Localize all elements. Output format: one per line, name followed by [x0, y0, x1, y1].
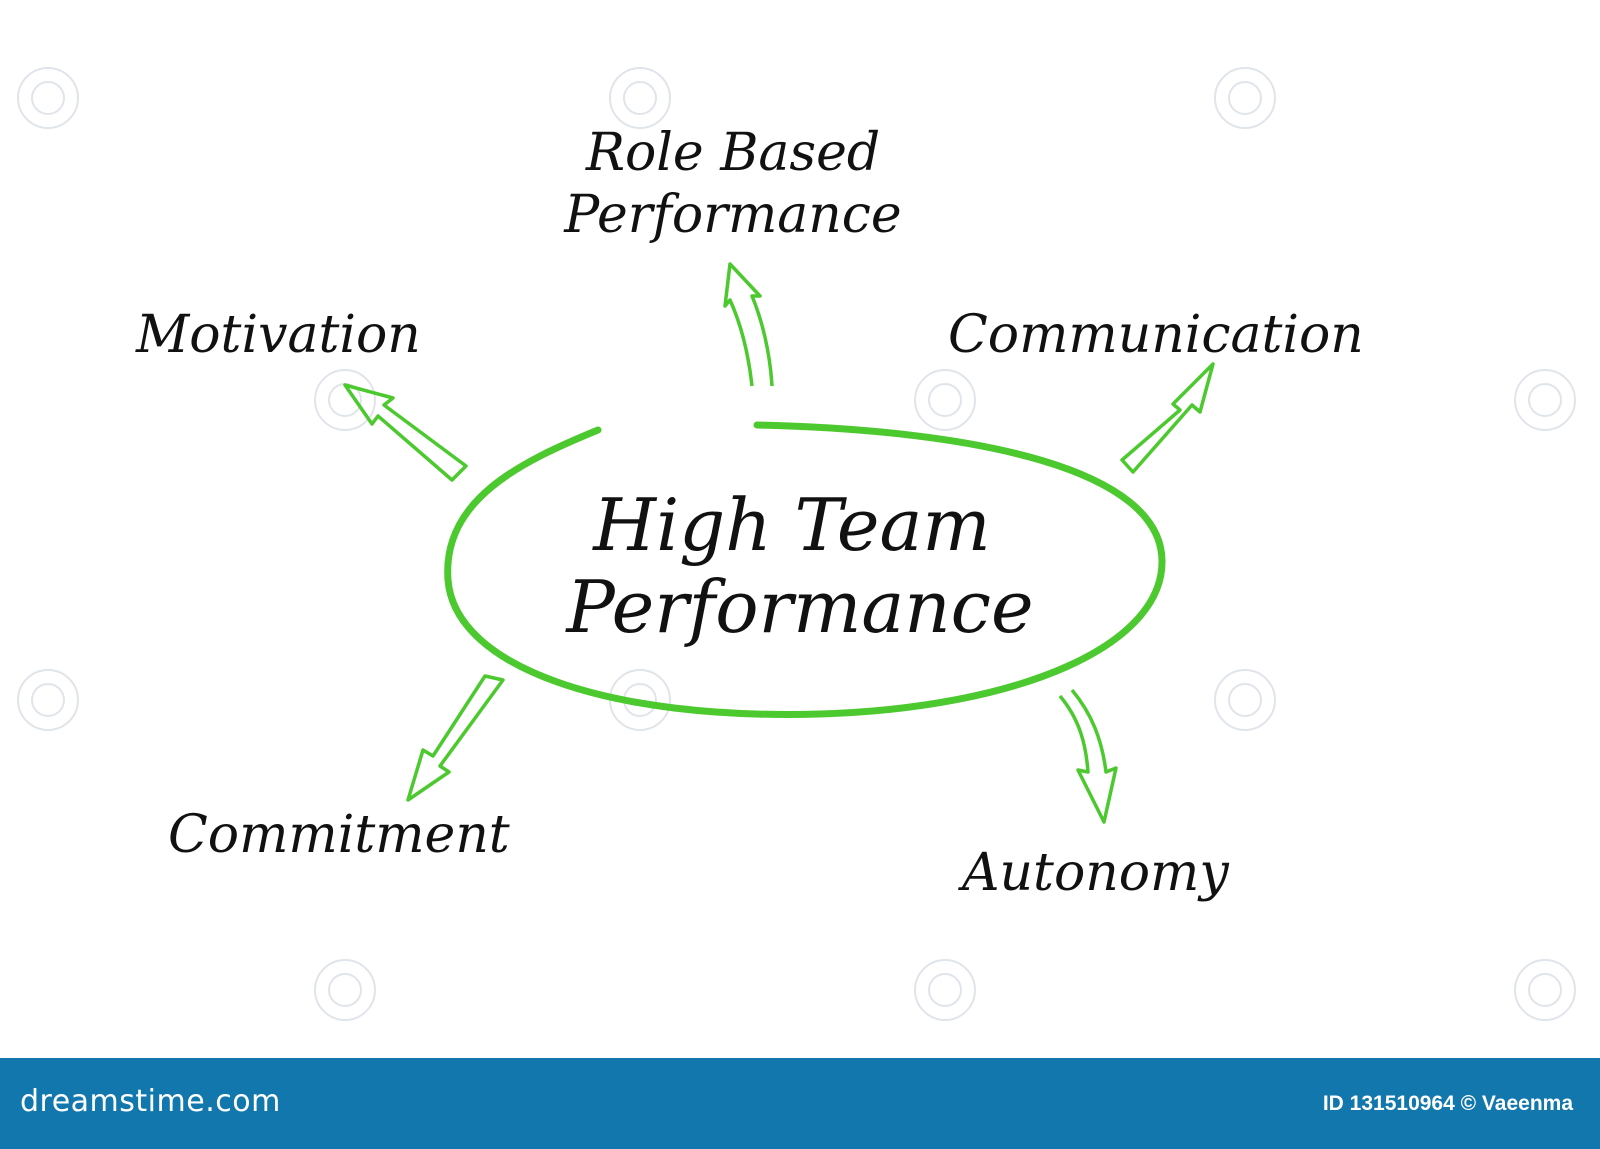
- node-role-based-line2: Performance: [563, 185, 901, 245]
- node-motivation: Motivation: [135, 305, 421, 365]
- arrow-to-autonomy: [1058, 688, 1118, 824]
- arrow-to-motivation: [343, 383, 468, 482]
- footer-credit: ID 131510964 © Vaeenma: [1322, 1092, 1573, 1115]
- node-autonomy: Autonomy: [958, 843, 1229, 903]
- diagram-graphic: High Team Performance Role Based Perform…: [17, 67, 1576, 1021]
- arrow-to-communication: [1120, 362, 1215, 474]
- arrow-to-commitment: [406, 674, 505, 802]
- watermark-pattern: [17, 67, 1576, 1021]
- node-communication: Communication: [948, 305, 1364, 365]
- node-commitment: Commitment: [168, 805, 510, 865]
- center-label-line1: High Team: [591, 483, 990, 567]
- center-ellipse: [444, 421, 1166, 718]
- footer-logo[interactable]: dreamstime.com: [20, 1084, 281, 1119]
- node-role-based-line1: Role Based: [585, 123, 880, 183]
- arrow-to-role-based: [723, 262, 774, 387]
- footer-bar: dreamstime.com ID 131510964 © Vaeenma: [0, 1058, 1600, 1149]
- center-label-line2: Performance: [564, 565, 1033, 649]
